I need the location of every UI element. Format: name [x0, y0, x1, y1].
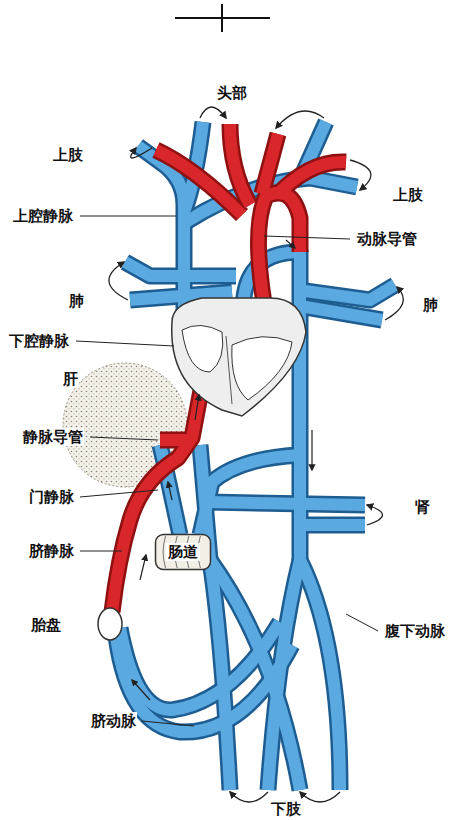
loop-arrow	[367, 505, 383, 525]
vessel	[138, 146, 184, 335]
vessel	[262, 134, 278, 194]
heart-septum	[226, 336, 232, 404]
part-label: 肝	[62, 370, 79, 388]
flow-arrow	[140, 555, 146, 580]
leader-line	[80, 216, 176, 217]
vessel	[160, 434, 188, 446]
flow-arrow	[286, 240, 295, 248]
heart	[172, 298, 306, 416]
blue-vessels	[116, 122, 395, 790]
vessel	[200, 455, 300, 535]
part-label: 脐动脉	[90, 712, 137, 730]
leader-line	[76, 341, 174, 346]
vessel	[298, 285, 395, 300]
cross-mark	[175, 4, 270, 32]
intestine-outline	[156, 535, 211, 570]
part-label: 下肢	[270, 800, 302, 818]
part-label: 腹下动脉	[384, 622, 446, 640]
vessel	[230, 124, 250, 205]
leader-line	[142, 721, 194, 726]
loop-arrow	[350, 160, 371, 190]
leader-line	[346, 614, 378, 631]
vessel	[207, 502, 365, 505]
placenta-shape	[98, 608, 122, 640]
heart-chamber	[182, 325, 223, 372]
part-label: 动脉导管	[356, 230, 418, 248]
vessel	[125, 262, 236, 276]
heart-outline	[172, 298, 306, 416]
vessel	[300, 560, 340, 790]
leader-line	[80, 551, 122, 552]
vessel	[112, 385, 202, 612]
intestine-node: 肠道	[154, 533, 212, 571]
part-label: 肾	[414, 498, 431, 516]
exchange-loops	[109, 107, 403, 802]
vessel	[210, 560, 300, 790]
vessel	[207, 502, 365, 505]
vessel	[300, 560, 340, 790]
loop-arrow	[230, 792, 268, 802]
flow-arrow	[168, 482, 172, 500]
vessel	[112, 385, 202, 612]
vessel	[276, 162, 346, 196]
vessel	[156, 150, 242, 215]
vessel	[300, 519, 365, 531]
loop-arrow	[385, 287, 403, 320]
vessel	[294, 250, 306, 560]
part-label: 静脉导管	[22, 428, 84, 446]
loop-arrow	[200, 107, 226, 118]
vessel	[200, 455, 300, 535]
flow-arrow	[132, 680, 150, 700]
part-label: 头部	[216, 84, 248, 102]
loop-arrow	[300, 792, 340, 802]
node-label: 肠道	[166, 543, 200, 561]
part-label: 上肢	[392, 186, 424, 204]
flow-arrow	[311, 430, 312, 470]
leader-line	[80, 490, 158, 497]
vessel	[292, 250, 309, 560]
vessel	[300, 306, 382, 320]
part-label: 肺	[422, 296, 439, 314]
part-label: 上肢	[52, 146, 84, 164]
vessel	[276, 162, 346, 196]
loop-arrow	[109, 262, 128, 300]
vessel	[120, 622, 280, 710]
vessel	[300, 306, 382, 320]
vessel	[298, 285, 395, 300]
vessel	[230, 124, 250, 205]
vessel	[300, 517, 365, 534]
vessel	[160, 432, 188, 449]
part-label: 下腔静脉	[8, 332, 70, 350]
part-label: 门静脉	[28, 488, 75, 506]
part-label: 肺	[68, 292, 85, 310]
cross-line	[221, 4, 223, 32]
leader-line	[90, 437, 158, 440]
part-label: 上腔静脉	[12, 207, 74, 225]
flow-arrows	[132, 240, 312, 700]
flow-arrow	[195, 395, 199, 420]
heart-chamber	[232, 337, 292, 400]
leader-line	[264, 236, 350, 239]
leader-lines	[76, 216, 378, 726]
part-label: 脐静脉	[28, 542, 75, 560]
part-label: 胎盘	[30, 616, 62, 634]
loop-arrow	[276, 111, 324, 128]
loop-arrow	[131, 148, 152, 158]
red-vessels	[112, 124, 346, 612]
